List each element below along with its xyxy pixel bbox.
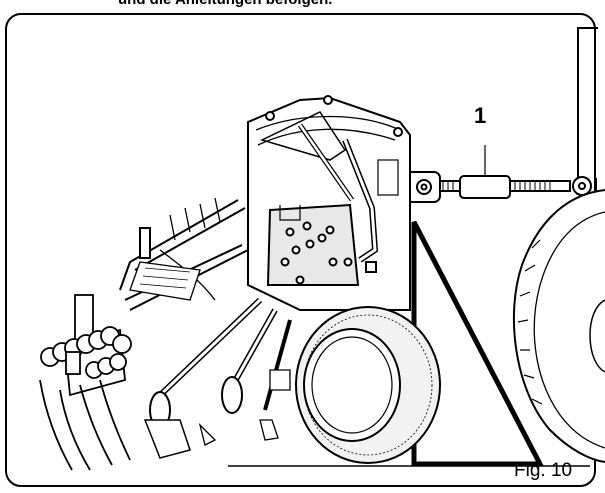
figure-label: Fig. 10 xyxy=(514,460,573,481)
callout-number: 1 xyxy=(474,103,487,128)
tractor-wheel xyxy=(512,27,605,463)
top-link-arm xyxy=(405,145,592,203)
header-text: und die Anleitungen befolgen. xyxy=(118,0,538,8)
